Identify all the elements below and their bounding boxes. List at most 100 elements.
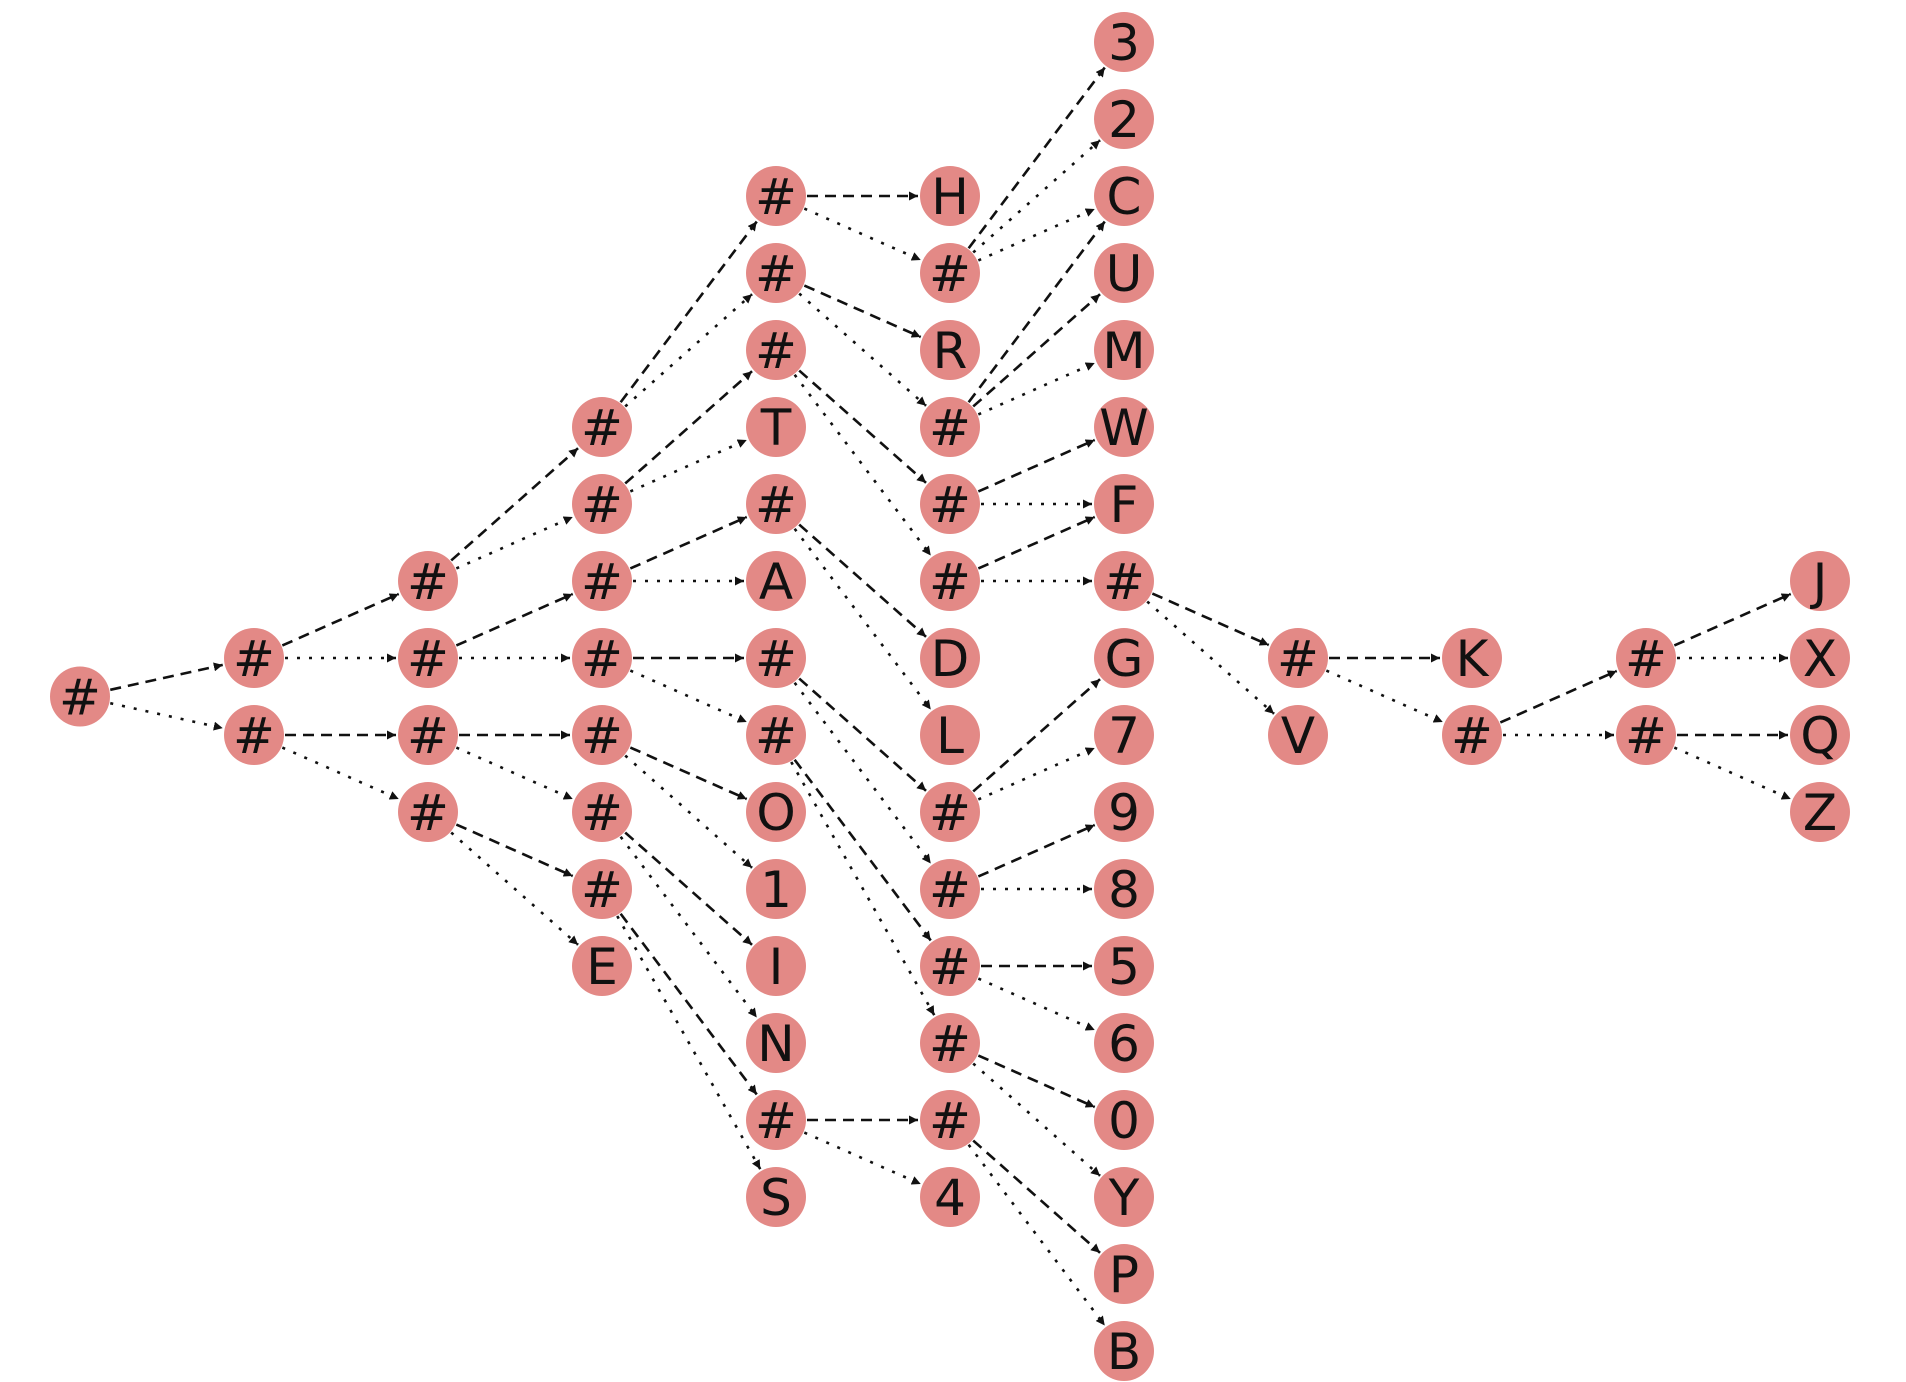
node-label: # bbox=[1103, 553, 1145, 611]
tree-node: # bbox=[920, 1013, 980, 1073]
node-label: # bbox=[581, 784, 623, 842]
node-circle bbox=[224, 628, 284, 688]
node-circle bbox=[1094, 320, 1154, 380]
node-label: J bbox=[1810, 553, 1828, 611]
tree-node: # bbox=[746, 705, 806, 765]
node-label: # bbox=[929, 861, 971, 919]
tree-node: # bbox=[920, 397, 980, 457]
edge-n61-n64 bbox=[1325, 669, 1444, 724]
tree-node: 9 bbox=[1094, 782, 1154, 842]
node-circle bbox=[1442, 705, 1502, 765]
node-circle bbox=[746, 320, 806, 380]
node-label: # bbox=[929, 245, 971, 303]
edge-n10-n22 bbox=[629, 669, 748, 724]
edge-n6-n14 bbox=[450, 831, 579, 946]
tree-node: # bbox=[920, 243, 980, 303]
edge-n13-n28 bbox=[616, 915, 762, 1170]
edge-n50-n62 bbox=[1146, 600, 1275, 715]
edge-n39-n56 bbox=[977, 977, 1096, 1032]
node-circle bbox=[1790, 551, 1850, 611]
tree-node: # bbox=[920, 1090, 980, 1150]
node-circle bbox=[1094, 936, 1154, 996]
edge-n30-n43 bbox=[967, 66, 1106, 250]
node-circle bbox=[1094, 705, 1154, 765]
edge-n5-n12 bbox=[455, 746, 574, 801]
node-label: # bbox=[407, 553, 449, 611]
edge-n7-n15 bbox=[619, 220, 758, 404]
edge-n34-n49 bbox=[977, 515, 1096, 570]
node-label: F bbox=[1110, 476, 1139, 534]
tree-node: # bbox=[572, 705, 632, 765]
node-label: # bbox=[755, 707, 797, 765]
edge-n3-n8 bbox=[455, 515, 574, 570]
tree-node: 3 bbox=[1094, 12, 1154, 72]
nodes-layer: ##############E###T#A##O1IN#SH#R###DL###… bbox=[50, 12, 1850, 1381]
node-label: P bbox=[1109, 1246, 1139, 1304]
node-label: V bbox=[1281, 707, 1315, 765]
node-circle bbox=[920, 320, 980, 380]
node-circle bbox=[50, 666, 110, 727]
tree-node: R bbox=[920, 320, 980, 380]
tree-node: X bbox=[1790, 628, 1850, 688]
node-label: A bbox=[759, 553, 793, 611]
node-label: # bbox=[581, 399, 623, 457]
tree-node: D bbox=[920, 628, 980, 688]
edge-n16-n32 bbox=[798, 292, 927, 407]
edges-layer bbox=[109, 66, 1792, 1327]
edge-n6-n13 bbox=[455, 823, 574, 878]
edge-n0-n2 bbox=[109, 701, 224, 731]
node-circle bbox=[572, 705, 632, 765]
node-circle bbox=[920, 705, 980, 765]
tree-node: # bbox=[398, 782, 458, 842]
node-label: 2 bbox=[1108, 91, 1140, 149]
node-circle bbox=[746, 628, 806, 688]
node-label: # bbox=[929, 399, 971, 457]
node-circle bbox=[746, 936, 806, 996]
node-label: # bbox=[929, 1015, 971, 1073]
node-circle bbox=[1094, 243, 1154, 303]
tree-node: E bbox=[572, 936, 632, 996]
node-label: # bbox=[581, 553, 623, 611]
node-circle bbox=[1094, 1013, 1154, 1073]
tree-node: # bbox=[1094, 551, 1154, 611]
edge-n15-n30 bbox=[803, 207, 922, 262]
node-circle bbox=[746, 474, 806, 534]
node-circle bbox=[1790, 705, 1850, 765]
node-label: S bbox=[760, 1169, 792, 1227]
tree-node: # bbox=[224, 705, 284, 765]
node-circle bbox=[572, 782, 632, 842]
edge-n41-n60 bbox=[967, 1143, 1106, 1327]
tree-node: V bbox=[1268, 705, 1328, 765]
node-label: 7 bbox=[1108, 707, 1140, 765]
edge-n27-n42 bbox=[803, 1131, 922, 1186]
node-circle bbox=[1094, 1167, 1154, 1227]
node-circle bbox=[398, 705, 458, 765]
edge-n13-n27 bbox=[619, 912, 758, 1096]
node-circle bbox=[746, 782, 806, 842]
node-circle bbox=[920, 243, 980, 303]
node-label: # bbox=[755, 322, 797, 380]
tree-node: G bbox=[1094, 628, 1154, 688]
node-label: # bbox=[1451, 707, 1493, 765]
tree-node: J bbox=[1790, 551, 1850, 611]
tree-node: I bbox=[746, 936, 806, 996]
node-label: # bbox=[755, 245, 797, 303]
edge-n17-n33 bbox=[798, 369, 927, 484]
edge-n3-n7 bbox=[450, 447, 579, 562]
tree-node: # bbox=[398, 551, 458, 611]
node-circle bbox=[1094, 859, 1154, 919]
node-circle bbox=[1094, 474, 1154, 534]
tree-node: 5 bbox=[1094, 936, 1154, 996]
node-label: # bbox=[755, 1092, 797, 1150]
edge-n37-n52 bbox=[977, 746, 1096, 801]
tree-node: K bbox=[1442, 628, 1502, 688]
node-circle bbox=[920, 397, 980, 457]
tree-node: C bbox=[1094, 166, 1154, 226]
tree-node: # bbox=[572, 551, 632, 611]
node-circle bbox=[572, 551, 632, 611]
tree-node: # bbox=[224, 628, 284, 688]
edge-n4-n9 bbox=[455, 592, 574, 647]
tree-node: N bbox=[746, 1013, 806, 1073]
tree-node: # bbox=[746, 474, 806, 534]
